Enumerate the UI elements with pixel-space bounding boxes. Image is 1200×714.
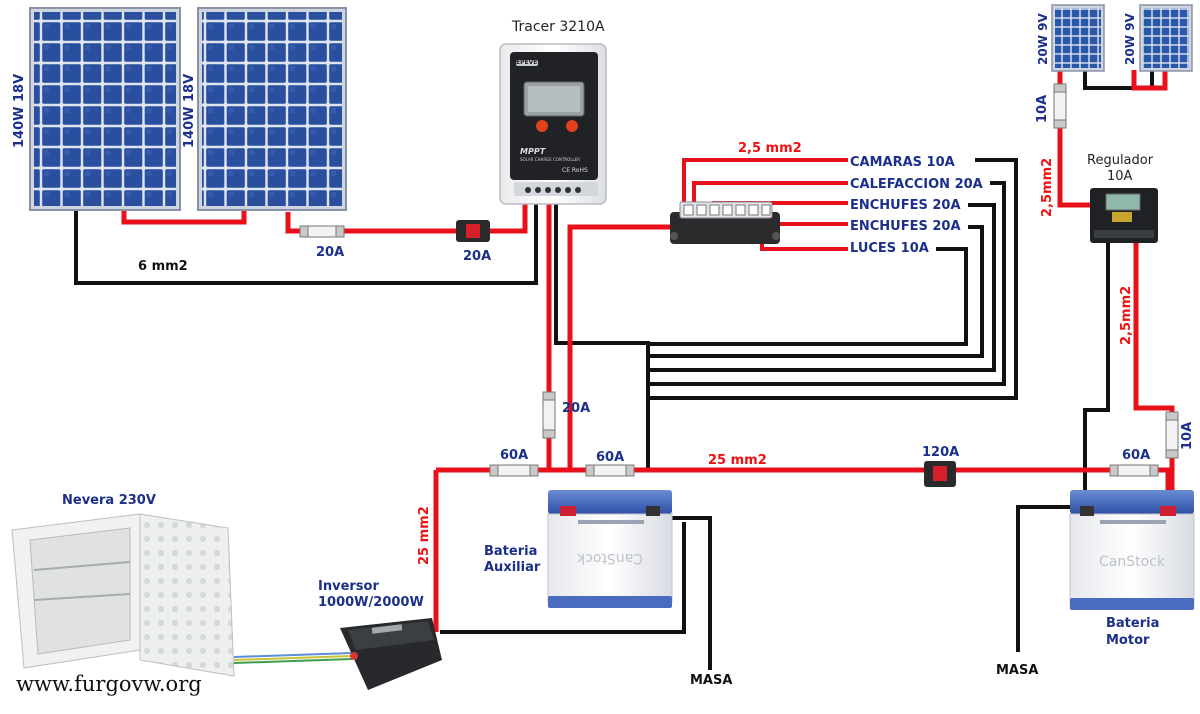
panel-fuse-label: 20A [316,245,345,260]
solar-panel-right [197,7,347,211]
fridge-power-cable [233,652,353,664]
regulator-input-gauge: 2,5mm2 [1040,157,1055,217]
regulator-fuse-label: 10A [1180,421,1195,450]
panel-series-link [121,210,247,225]
fridge-label: Nevera 230V [62,493,156,508]
motor-battery-watermark: CanStock [1099,554,1166,570]
regulator-10a [1090,188,1158,243]
circuit-camaras: CAMARAS 10A [850,155,955,170]
small-solar-panel-2 [1139,4,1193,72]
motor-battery-sublabel: Motor [1106,633,1150,648]
inverter-label: Inversor [318,579,379,594]
main-positive-bus [436,467,1171,490]
circuit-calefaccion: CALEFACCION 20A [850,177,983,192]
fuse-panel-20a [299,225,345,238]
controller-brand: EPEVER [516,59,542,66]
fuse-controller-20a [542,391,556,439]
controller-title: Tracer 3210A [512,19,605,35]
small-panel-fuse-label: 10A [1035,94,1050,123]
negative-wires [74,70,1154,670]
panel-positive-wire [285,200,528,234]
solar-panel-left [29,7,181,211]
circuits-wire-gauge: 2,5 mm2 [738,141,802,156]
panel-breaker-label: 20A [463,249,492,264]
aux-battery-watermark: CanStock [576,550,643,566]
inverter-rating: 1000W/2000W [318,595,424,610]
circuit-camaras-negative [650,158,1018,400]
aux-battery-sublabel: Auxiliar [484,560,541,575]
aux-fuse-label: 60A [596,450,625,465]
fuse-box [670,201,780,244]
circuit-calefaccion-negative [650,181,1006,386]
circuit-luces: LUCES 10A [850,241,929,256]
right-panel-label: 140W 18V [182,73,197,148]
regulator-negative-wire [1083,243,1110,490]
breaker-20a [456,220,490,242]
small-panel-link-negative [1083,70,1154,90]
circuit-enchufes-2: ENCHUFES 20A [850,219,961,234]
regulator-label: Regulador [1087,153,1154,168]
controller-fuse-label: 20A [562,401,591,416]
battery-auxiliar: CanStock [547,490,673,608]
aux-battery-ground-wire [668,516,712,670]
ground-label-left: MASA [690,673,733,688]
fuse-motor-60a [1109,464,1159,477]
small-solar-panel-1 [1051,4,1105,72]
small-panel-link-positive [1131,70,1168,91]
inverter-negative-wire [440,522,686,634]
inverter-wire-gauge: 25 mm2 [417,506,432,565]
controller-model: MPPT [520,147,546,156]
mppt-controller [499,43,607,205]
regulator-rating: 10A [1107,169,1133,184]
small-panel-1-label: 20W 9V [1036,13,1050,65]
ground-label-right: MASA [996,663,1039,678]
panel-wire-gauge: 6 mm2 [138,259,188,274]
website-watermark: www.furgovw.org [16,672,202,696]
left-panel-label: 140W 18V [12,73,27,148]
controller-subtitle: SOLAR CHARGE CONTROLLER [520,157,581,162]
circuit-enchufes-1: ENCHUFES 20A [850,198,961,213]
aux-battery-label: Bateria [484,544,538,559]
circuit-enchufes1-negative [650,203,996,372]
glass-fuses [299,83,1179,477]
fuse-inverter-60a [489,464,539,477]
fuse-small-panel-10a [1053,83,1067,129]
loads-positive-wire [567,224,676,470]
breaker-120a [924,461,956,487]
fuse-aux-60a [585,464,635,477]
fridge [11,513,235,677]
battery-motor: CanStock [1069,490,1195,610]
controller-battery-negative-wire [554,200,650,468]
regulator-output-gauge: 2,5mm2 [1119,285,1134,345]
motor-fuse-label: 60A [1122,448,1151,463]
motor-battery-label: Bateria [1106,616,1160,631]
controller-ce: CE RoHS [562,167,588,174]
main-wire-gauge: 25 mm2 [708,453,767,468]
circuit-calefaccion-positive [692,181,848,208]
motor-battery-ground-wire [1016,505,1080,652]
circuit-luces-negative [650,247,968,346]
fuse-regulator-10a [1165,411,1179,459]
circuit-camaras-positive [682,158,848,220]
circuit-enchufes2-negative [650,225,984,358]
panel-negative-wire [74,200,538,285]
inverter [340,618,442,690]
small-panel-2-label: 20W 9V [1123,13,1137,65]
inverter-fuse-label: 60A [500,448,529,463]
main-breaker-label: 120A [922,445,960,460]
